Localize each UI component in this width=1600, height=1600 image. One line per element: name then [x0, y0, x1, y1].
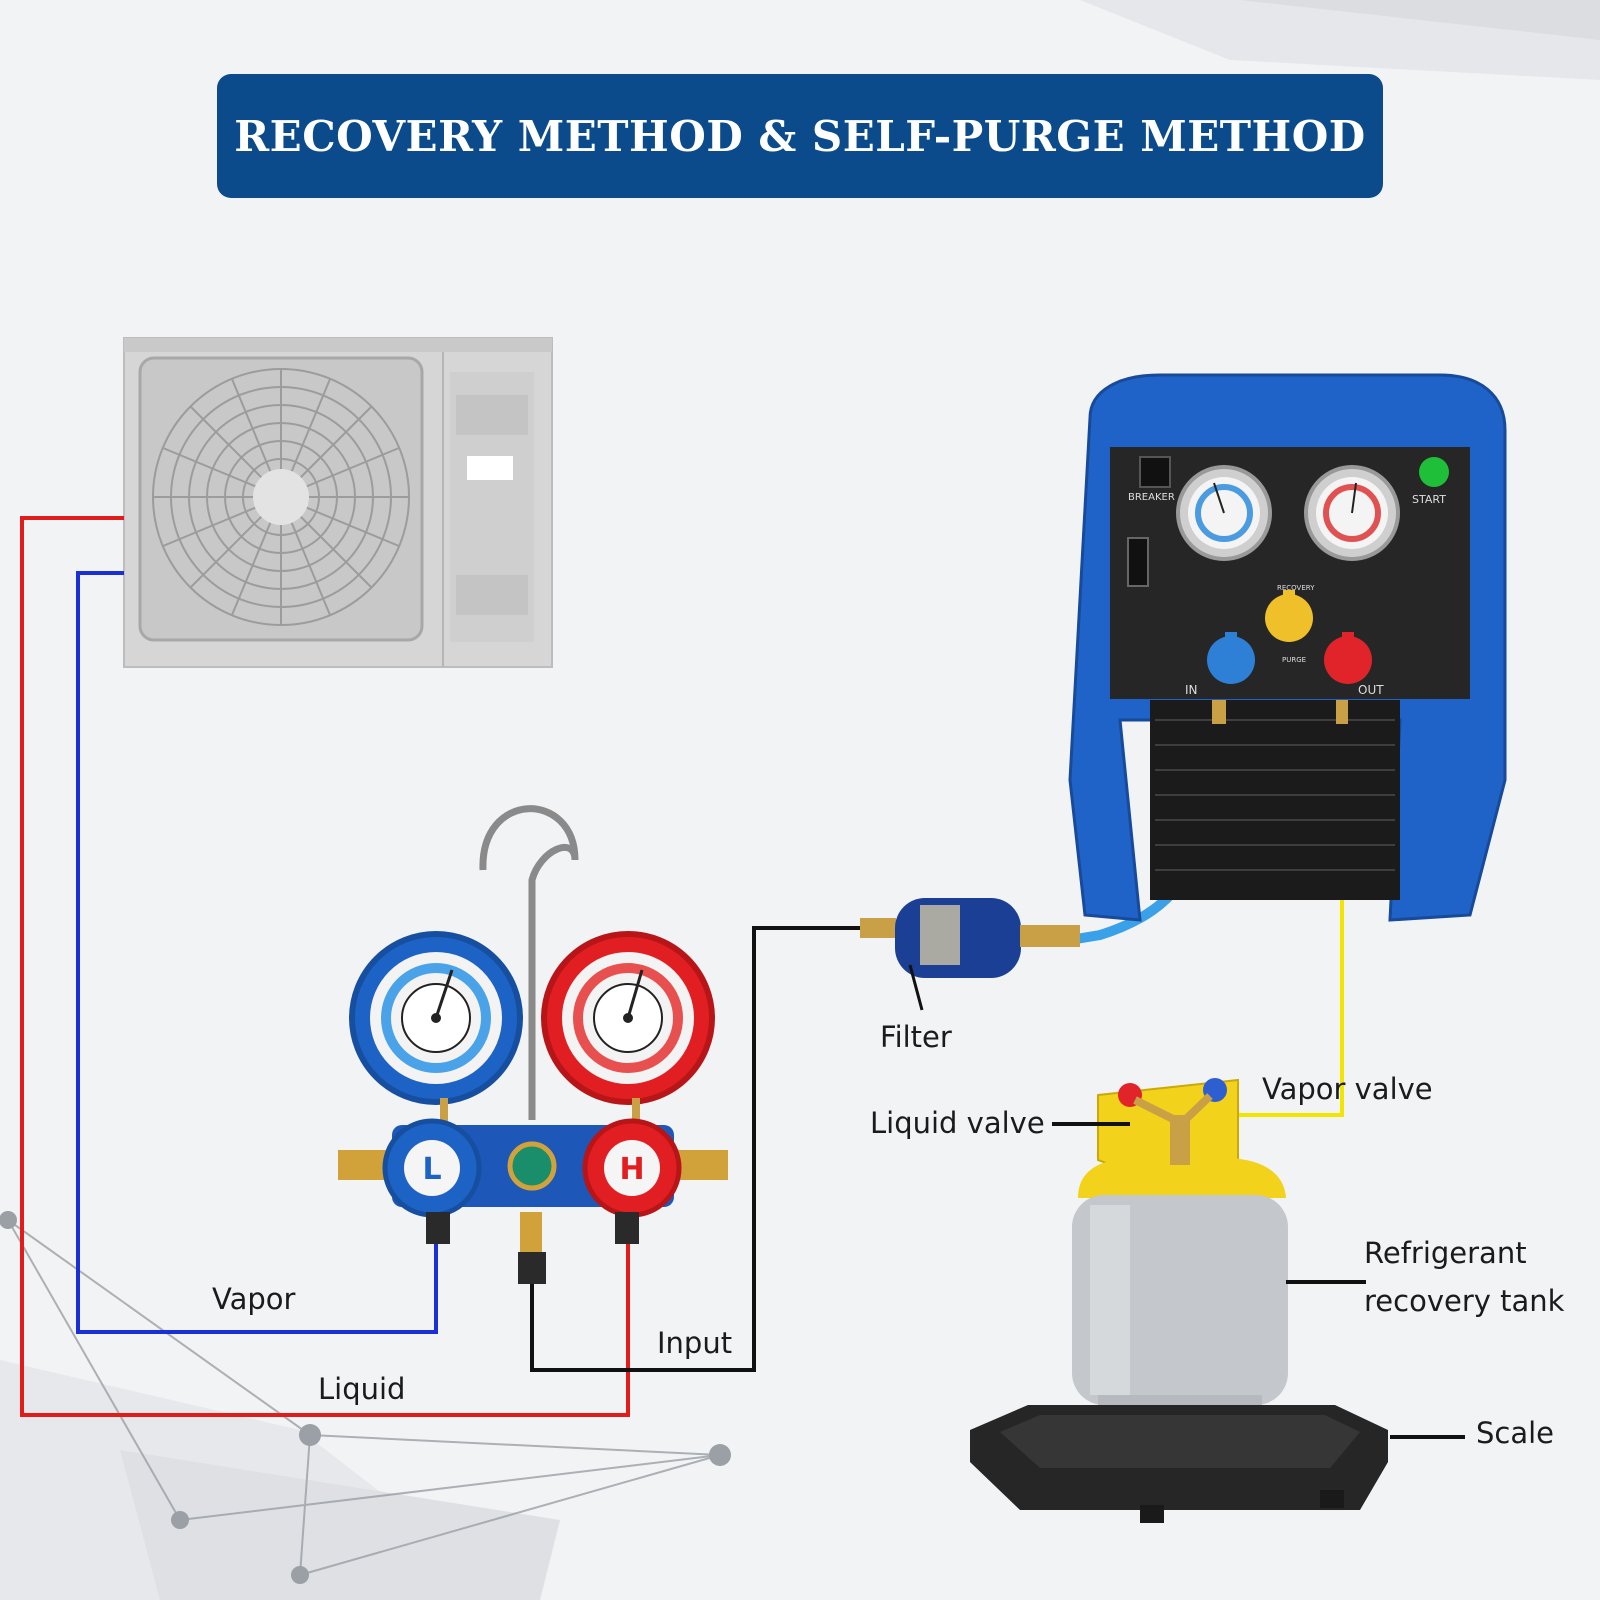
- weighing-scale: [970, 1405, 1388, 1523]
- low-valve-label: L: [422, 1152, 441, 1187]
- start-label: START: [1412, 493, 1446, 506]
- outdoor-ac-unit: [123, 337, 553, 668]
- low-pressure-gauge: [349, 931, 523, 1105]
- input-label: Input: [657, 1326, 733, 1360]
- purge-label: PURGE: [1282, 656, 1306, 664]
- tank-label-line2: recovery tank: [1364, 1284, 1565, 1318]
- title-banner: RECOVERY METHOD & SELF-PURGE METHOD: [217, 74, 1383, 198]
- filter-label: Filter: [880, 1020, 952, 1054]
- high-pressure-gauge: [541, 931, 715, 1105]
- recovery-machine: BREAKER START RECOVERY PURGE IN OUT: [1068, 373, 1507, 922]
- diagram-title: RECOVERY METHOD & SELF-PURGE METHOD: [234, 111, 1366, 161]
- vapor-valve-label: Vapor valve: [1262, 1072, 1433, 1106]
- recovery-label: RECOVERY: [1277, 584, 1315, 592]
- filter-drier: [860, 898, 1080, 1011]
- out-label: OUT: [1358, 683, 1384, 697]
- liquid-valve-label: Liquid valve: [870, 1106, 1045, 1140]
- liquid-label: Liquid: [318, 1372, 406, 1406]
- hanging-hook: [479, 805, 579, 1120]
- vapor-label: Vapor: [212, 1282, 296, 1316]
- liquid-line: [20, 516, 630, 1417]
- vapor-line: [76, 571, 438, 1334]
- high-valve-label: H: [619, 1152, 644, 1187]
- high-valve-knob: H: [582, 1118, 682, 1218]
- in-label: IN: [1185, 683, 1198, 697]
- scale-label: Scale: [1476, 1416, 1555, 1450]
- tank-label-line1: Refrigerant: [1364, 1236, 1527, 1270]
- fan-grille: [138, 356, 424, 642]
- manifold-gauge-set: L H: [338, 805, 728, 1284]
- refrigerant-recovery-tank: [1072, 1078, 1288, 1425]
- input-line: [530, 926, 870, 1372]
- breaker-label: BREAKER: [1128, 492, 1175, 503]
- low-valve-knob: L: [382, 1118, 482, 1218]
